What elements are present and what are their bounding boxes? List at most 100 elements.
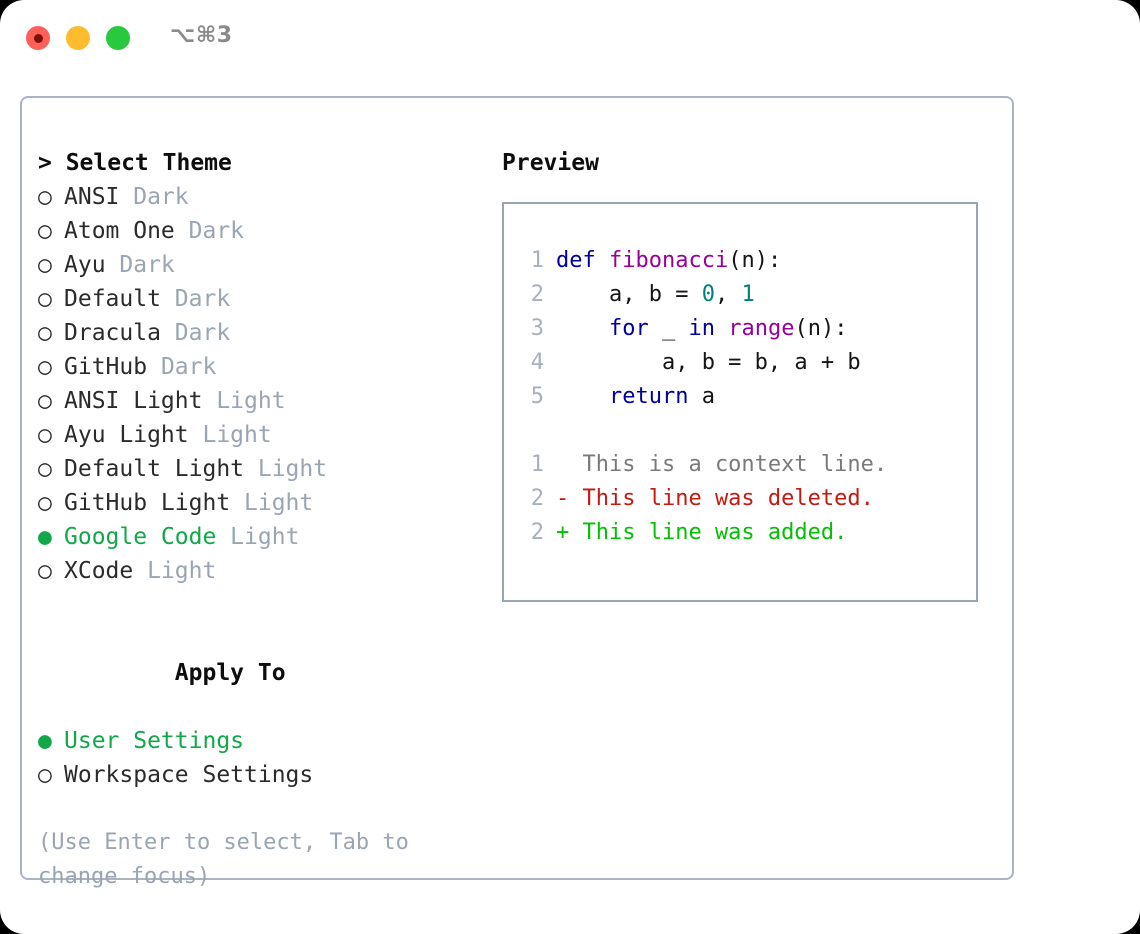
radio-unselected-icon: ○	[38, 490, 52, 516]
code-token-plain: _	[648, 316, 689, 341]
theme-item-ayu-light[interactable]: ○ Ayu Light Light	[38, 418, 488, 452]
code-token-kw: return	[608, 384, 689, 409]
diff-line-text: + This line was added.	[556, 520, 848, 545]
radio-selected-icon: ●	[38, 524, 52, 550]
radio-unselected-icon: ○	[38, 286, 52, 312]
theme-item-label: ANSI Light	[64, 388, 203, 414]
code-token-kw: in	[688, 316, 715, 341]
close-button[interactable]	[26, 26, 50, 50]
theme-item-variant-tag: Light	[216, 524, 300, 550]
window-controls	[26, 26, 130, 50]
theme-item-variant-tag: Dark	[160, 286, 231, 312]
theme-item-label: ANSI	[64, 184, 120, 210]
theme-item-variant-tag: Light	[202, 388, 286, 414]
code-token-plain: (n):	[728, 248, 782, 273]
keyboard-shortcut-label: ⌥⌘3	[170, 23, 233, 48]
theme-item-google-code[interactable]: ● Google Code Light	[38, 520, 488, 554]
code-token-num: 0	[701, 282, 715, 307]
theme-item-variant-tag: Dark	[147, 354, 217, 380]
apply-to-list: ● User Settings ○Workspace Settings	[38, 724, 488, 792]
radio-unselected-icon: ○	[38, 762, 52, 788]
code-token-fn: fibonacci	[608, 248, 729, 273]
diff-line-text: - This line was deleted.	[556, 486, 874, 511]
theme-item-dracula[interactable]: ○ Dracula Dark	[38, 316, 488, 350]
code-token-plain: a, b = b, a + b	[556, 350, 861, 375]
theme-item-github[interactable]: ○ GitHub Dark	[38, 350, 488, 384]
select-theme-header: > Select Theme	[38, 150, 232, 176]
line-number: 1	[530, 452, 544, 477]
code-token-plain	[715, 316, 728, 341]
code-line: 2 a, b = 0, 1	[522, 278, 976, 312]
radio-selected-icon: ●	[38, 728, 52, 754]
theme-item-variant-tag: Dark	[105, 252, 175, 278]
line-number: 3	[530, 316, 544, 341]
apply-to-item-label: User Settings	[64, 728, 245, 754]
theme-item-variant-tag: Light	[230, 490, 314, 516]
apply-to-item-workspace-settings[interactable]: ○Workspace Settings	[38, 758, 488, 792]
theme-item-label: Default Light	[64, 456, 245, 482]
list-spacer	[38, 588, 488, 622]
code-line: 4 a, b = b, a + b	[522, 346, 976, 380]
radio-unselected-icon: ○	[38, 218, 52, 244]
theme-item-label: Ayu	[64, 252, 106, 278]
code-token-plain: a	[688, 384, 715, 409]
apply-to-item-user-settings[interactable]: ● User Settings	[38, 724, 488, 758]
theme-item-default[interactable]: ○ Default Dark	[38, 282, 488, 316]
theme-item-variant-tag: Light	[244, 456, 328, 482]
title-bar: ⌥⌘3	[0, 0, 1140, 76]
theme-item-ansi[interactable]: ○ANSI Dark	[38, 180, 488, 214]
theme-item-label: XCode	[64, 558, 134, 584]
radio-unselected-icon: ○	[38, 388, 52, 414]
diff-sample: 1 This is a context line. 2 - This line wa…	[522, 448, 976, 550]
theme-item-label: Ayu Light	[64, 422, 189, 448]
theme-selector-column: > Select Theme ○ANSI Dark○Atom One Dark○…	[38, 146, 488, 894]
theme-item-ayu[interactable]: ○ Ayu Dark	[38, 248, 488, 282]
theme-item-variant-tag: Dark	[174, 218, 245, 244]
line-number: 2	[530, 520, 544, 545]
theme-item-github-light[interactable]: ○ GitHub Light Light	[38, 486, 488, 520]
code-line: 3 for _ in range(n):	[522, 312, 976, 346]
line-number: 4	[530, 350, 544, 375]
minimize-button[interactable]	[66, 26, 90, 50]
theme-item-label: GitHub Light	[64, 490, 231, 516]
theme-list: ○ANSI Dark○Atom One Dark○Ayu Dark○Defaul…	[38, 180, 488, 588]
code-diff-gap	[522, 414, 976, 448]
theme-item-variant-tag: Light	[133, 558, 217, 584]
theme-item-ansi-light[interactable]: ○ ANSI Light Light	[38, 384, 488, 418]
code-token-plain: a, b =	[556, 282, 702, 307]
radio-unselected-icon: ○	[38, 320, 52, 346]
apply-to-header-label: Apply To	[174, 660, 286, 686]
code-token-num: 1	[741, 282, 755, 307]
code-token-plain: (n):	[794, 316, 848, 341]
maximize-button[interactable]	[106, 26, 130, 50]
theme-item-label: GitHub	[64, 354, 148, 380]
code-token-plain: ,	[714, 282, 742, 307]
theme-item-default-light[interactable]: ○Default Light Light	[38, 452, 488, 486]
radio-unselected-icon: ○	[38, 558, 52, 584]
diff-line: 2 - This line was deleted.	[522, 482, 976, 516]
line-number: 2	[530, 486, 544, 511]
radio-unselected-icon: ○	[38, 422, 52, 448]
theme-item-atom-one[interactable]: ○Atom One Dark	[38, 214, 488, 248]
theme-item-label: Dracula	[64, 320, 161, 346]
theme-item-variant-tag: Dark	[160, 320, 231, 346]
theme-item-variant-tag: Light	[188, 422, 272, 448]
line-number: 2	[530, 282, 544, 307]
diff-line-text: This is a context line.	[556, 452, 888, 477]
radio-unselected-icon: ○	[38, 252, 52, 278]
theme-item-label: Google Code	[64, 524, 217, 550]
diff-line: 1 This is a context line.	[522, 448, 976, 482]
code-token-fn: range	[728, 316, 795, 341]
theme-item-label: Default	[64, 286, 161, 312]
code-line: 5 return a	[522, 380, 976, 414]
diff-line: 2 + This line was added.	[522, 516, 976, 550]
theme-item-variant-tag: Dark	[119, 184, 189, 210]
theme-item-xcode[interactable]: ○ XCode Light	[38, 554, 488, 588]
preview-title: Preview	[502, 150, 599, 176]
radio-unselected-icon: ○	[38, 354, 52, 380]
